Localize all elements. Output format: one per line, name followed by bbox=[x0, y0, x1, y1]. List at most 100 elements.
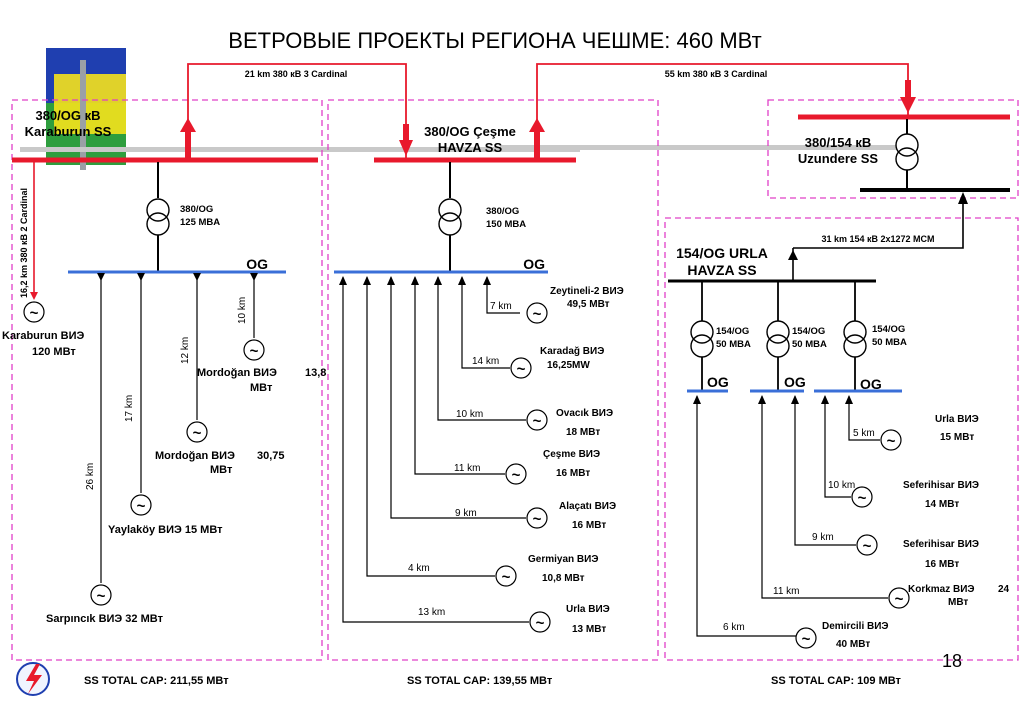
havza-xf-label-1: 380/OG bbox=[486, 206, 519, 217]
urla-og-label-2: OG bbox=[784, 374, 806, 390]
uzundere-transformer bbox=[895, 119, 919, 189]
svg-text:~: ~ bbox=[533, 413, 542, 430]
urla-xf1-label-2: 50 MBA bbox=[716, 339, 751, 350]
urla-total: SS TOTAL CAP: 109 МВт bbox=[771, 675, 902, 687]
link-havza-uzundere bbox=[529, 63, 916, 158]
urla-transformer-2 bbox=[766, 282, 790, 391]
page-number: 18 bbox=[942, 651, 962, 671]
company-logo-icon bbox=[16, 662, 50, 696]
havza-plant-2-name: Ovacık ВИЭ bbox=[556, 408, 613, 419]
svg-text:~: ~ bbox=[250, 343, 259, 360]
urla-xf2-label-2: 50 MBA bbox=[792, 339, 827, 350]
link-top-left-label: 21 km 380 кВ 3 Cardinal bbox=[245, 69, 348, 79]
uzundere-region-box bbox=[767, 99, 1019, 199]
karaburun-ss-label-1: 380/OG кВ bbox=[35, 108, 100, 123]
urla-plant-2-cap: 16 МВт bbox=[925, 559, 959, 570]
svg-text:~: ~ bbox=[502, 569, 511, 586]
havza-transformer bbox=[438, 162, 462, 271]
svg-text:~: ~ bbox=[863, 538, 872, 555]
urla-plant-0-cap: 15 МВт bbox=[940, 432, 974, 443]
urla-og-label-3: OG bbox=[860, 376, 882, 392]
mordogan-small-cap-inline: 13,8 bbox=[305, 367, 326, 379]
havza-plant-0-cap: 49,5 МВт bbox=[567, 299, 610, 310]
generator-icon: ~ bbox=[23, 301, 45, 323]
havza-og-label: OG bbox=[523, 256, 545, 272]
havza-region-box bbox=[327, 99, 659, 661]
generator-icon: ~ bbox=[851, 486, 873, 508]
generator-icon: ~ bbox=[856, 534, 878, 556]
mordogan-big-km: 12 km bbox=[180, 337, 191, 364]
urla-xf2-label-1: 154/OG bbox=[792, 326, 825, 337]
havza-plant-3-km: 11 km bbox=[454, 463, 481, 474]
urla-og-label-1: OG bbox=[707, 374, 729, 390]
havza-plant-1-cap: 16,25MW bbox=[547, 360, 590, 371]
havza-plant-2-km: 10 km bbox=[456, 409, 483, 420]
havza-feeders bbox=[339, 276, 529, 623]
karaburun-xf-label-1: 380/OG bbox=[180, 204, 213, 215]
urla-plant-3-name: Korkmaz ВИЭ bbox=[908, 584, 975, 595]
mordogan-big-name: Mordoğan ВИЭ bbox=[155, 450, 235, 462]
svg-text:~: ~ bbox=[895, 591, 904, 608]
havza-plant-6-name: Urla ВИЭ bbox=[566, 604, 610, 615]
havza-plant-5-name: Germiyan ВИЭ bbox=[528, 554, 598, 565]
havza-plant-3-name: Çeşme ВИЭ bbox=[543, 449, 600, 460]
page-title: ВЕТРОВЫЕ ПРОЕКТЫ РЕГИОНА ЧЕШМЕ: 460 МВт bbox=[228, 28, 761, 53]
urla-plant-3-cap: МВт bbox=[948, 597, 968, 608]
svg-text:~: ~ bbox=[517, 361, 526, 378]
havza-plant-0-name: Zeytineli-2 ВИЭ bbox=[550, 286, 624, 297]
mordogan-big-cap-inline: 30,75 bbox=[257, 450, 285, 462]
generator-icon: ~ bbox=[880, 429, 902, 451]
sarpincik-km: 26 km bbox=[85, 463, 96, 490]
karaburun-vie-link bbox=[30, 160, 38, 300]
svg-text:~: ~ bbox=[30, 305, 39, 322]
mordogan-small-km: 10 km bbox=[237, 297, 248, 324]
link-karaburun-havza bbox=[180, 63, 413, 158]
generator-icon: ~ bbox=[510, 357, 532, 379]
havza-plant-1-name: Karadağ ВИЭ bbox=[540, 346, 604, 357]
sarpincik-label: Sarpıncık ВИЭ 32 МВт bbox=[46, 613, 164, 625]
karaburun-vie-name: Karaburun ВИЭ bbox=[2, 330, 85, 342]
havza-plant-2-cap: 18 МВт bbox=[566, 427, 600, 438]
havza-plant-6-km: 13 km bbox=[418, 607, 445, 618]
generator-icon: ~ bbox=[505, 463, 527, 485]
generator-icon: ~ bbox=[495, 565, 517, 587]
urla-xf1-label-1: 154/OG bbox=[716, 326, 749, 337]
urla-plant-4-name: Demircili ВИЭ bbox=[822, 621, 889, 632]
karaburun-vie-cap: 120 МВт bbox=[32, 346, 76, 358]
urla-plant-2-km: 9 km bbox=[812, 532, 834, 543]
havza-plant-0-km: 7 km bbox=[490, 301, 512, 312]
urla-uzundere-link bbox=[788, 192, 968, 280]
urla-plant-4-cap: 40 МВт bbox=[836, 639, 870, 650]
yaylakoy-label: Yaylaköy ВИЭ 15 МВт bbox=[108, 524, 223, 536]
mordogan-small-cap: МВт bbox=[250, 382, 273, 394]
karaburun-transformer bbox=[146, 162, 170, 271]
link-top-right-label: 55 km 380 кВ 3 Cardinal bbox=[665, 69, 768, 79]
havza-ss-label-2: HAVZA SS bbox=[438, 140, 503, 155]
svg-text:~: ~ bbox=[802, 631, 811, 648]
uzundere-ss-label-1: 380/154 кВ bbox=[805, 135, 872, 150]
havza-plant-5-cap: 10,8 МВт bbox=[542, 573, 585, 584]
urla-feeders bbox=[693, 395, 888, 637]
generator-icon: ~ bbox=[186, 421, 208, 443]
link-urla-uzundere-label: 31 km 154 кВ 2x1272 MCM bbox=[821, 234, 934, 244]
svg-text:~: ~ bbox=[887, 433, 896, 450]
svg-text:~: ~ bbox=[512, 467, 521, 484]
svg-text:~: ~ bbox=[536, 615, 545, 632]
urla-plant-3-cap-inline: 24 bbox=[998, 584, 1010, 595]
generator-icon: ~ bbox=[888, 587, 910, 609]
urla-plant-1-cap: 14 МВт bbox=[925, 499, 959, 510]
link-vertical-left-label: 16,2 km 380 кВ 2 Cardinal bbox=[19, 188, 29, 298]
svg-text:~: ~ bbox=[858, 490, 867, 507]
karaburun-feeders bbox=[97, 273, 258, 583]
urla-plant-1-km: 10 km bbox=[828, 480, 855, 491]
karaburun-og-label: OG bbox=[246, 256, 268, 272]
karaburun-xf-label-2: 125 MBA bbox=[180, 217, 220, 228]
urla-plant-1-name: Seferihisar ВИЭ bbox=[903, 480, 979, 491]
havza-plant-4-name: Alaçatı ВИЭ bbox=[559, 501, 616, 512]
urla-region-box bbox=[664, 217, 1019, 661]
havza-plant-5-km: 4 km bbox=[408, 563, 430, 574]
havza-plant-1-km: 14 km bbox=[472, 356, 499, 367]
generator-icon: ~ bbox=[526, 409, 548, 431]
urla-ss-label-1: 154/OG URLA bbox=[676, 245, 768, 261]
urla-transformer-1 bbox=[690, 282, 714, 391]
